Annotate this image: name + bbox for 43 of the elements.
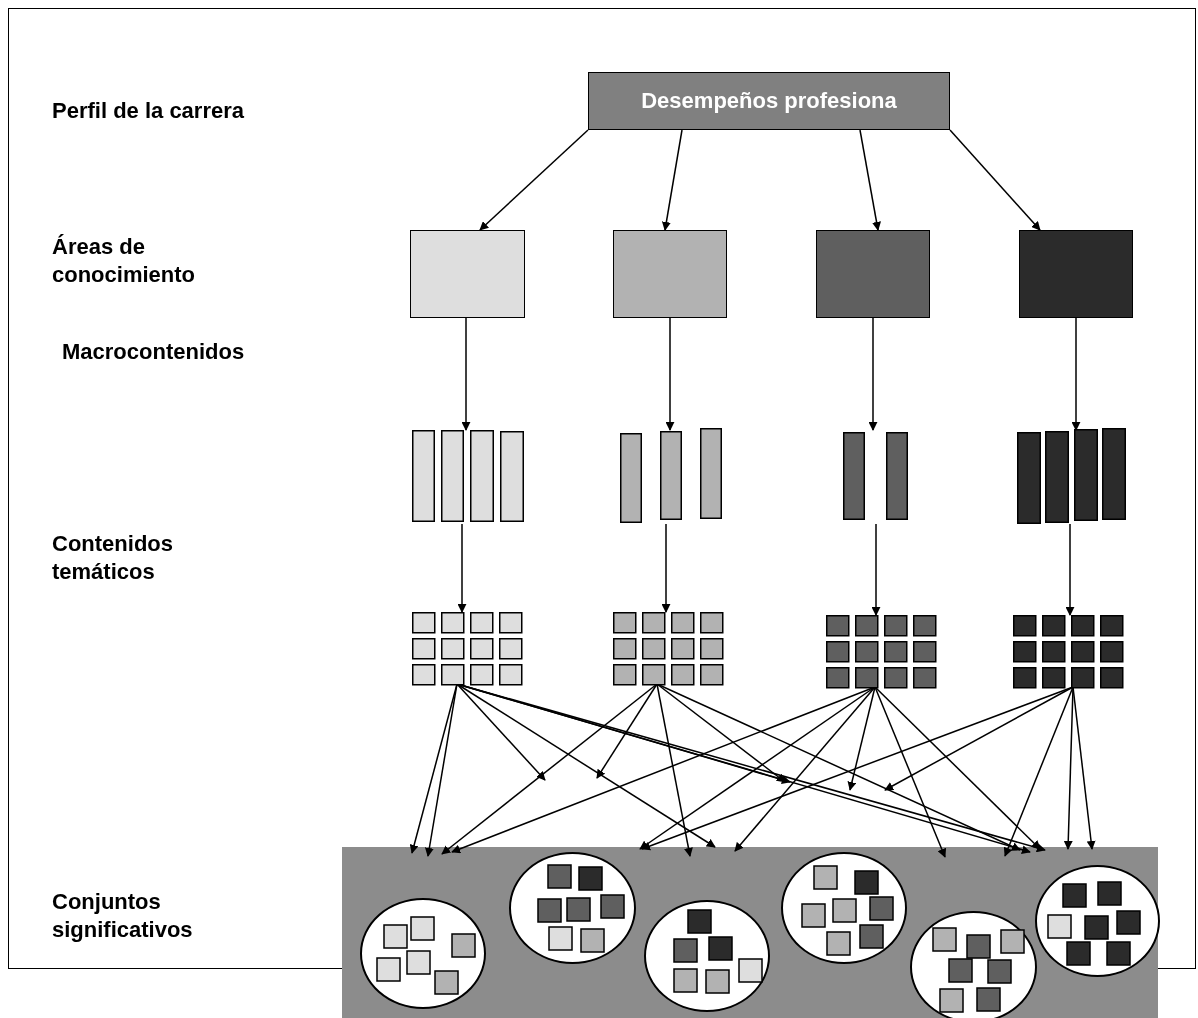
arrow	[1072, 686, 1096, 850]
area-box	[1019, 230, 1133, 318]
arrow	[1071, 317, 1081, 431]
tile-grid-drawing	[613, 612, 725, 684]
arrow	[661, 523, 671, 613]
row-label: Contenidos temáticos	[52, 530, 174, 586]
arrow	[596, 683, 658, 779]
arrow	[656, 683, 786, 783]
arrow	[479, 129, 589, 231]
bar-drawing	[620, 428, 724, 524]
area-box	[410, 230, 525, 318]
arrow	[868, 317, 878, 431]
arrow	[884, 686, 1074, 791]
row-label: Áreas de conocimiento	[52, 233, 196, 289]
arrow	[874, 686, 947, 858]
row-label: Perfil de la carrera	[52, 97, 244, 125]
arrow	[1003, 686, 1074, 857]
arrow	[665, 317, 675, 431]
arrow	[661, 129, 683, 231]
row-label: Macrocontenidos	[62, 338, 245, 366]
tile-grid-drawing	[826, 615, 938, 687]
group-band	[342, 847, 1158, 1018]
arrow	[734, 686, 876, 852]
row-label: Conjuntos significativos	[52, 888, 194, 944]
bar-drawing	[412, 428, 526, 524]
arrow	[859, 129, 881, 231]
arrow	[949, 129, 1041, 231]
area-box	[816, 230, 930, 318]
tile-grid-drawing	[412, 612, 524, 684]
arrow	[424, 683, 458, 857]
arrow	[456, 683, 546, 781]
arrow	[871, 523, 881, 616]
arrow	[656, 683, 693, 857]
area-box	[613, 230, 727, 318]
arrow	[461, 317, 471, 431]
bar-drawing	[1017, 428, 1129, 524]
arrow	[1063, 686, 1074, 850]
arrow	[1065, 523, 1075, 616]
tile-grid-drawing	[1013, 615, 1125, 687]
arrow	[874, 686, 1041, 850]
arrow	[847, 686, 876, 791]
process-box: Desempeños profesiona	[588, 72, 950, 130]
arrow	[457, 523, 467, 613]
